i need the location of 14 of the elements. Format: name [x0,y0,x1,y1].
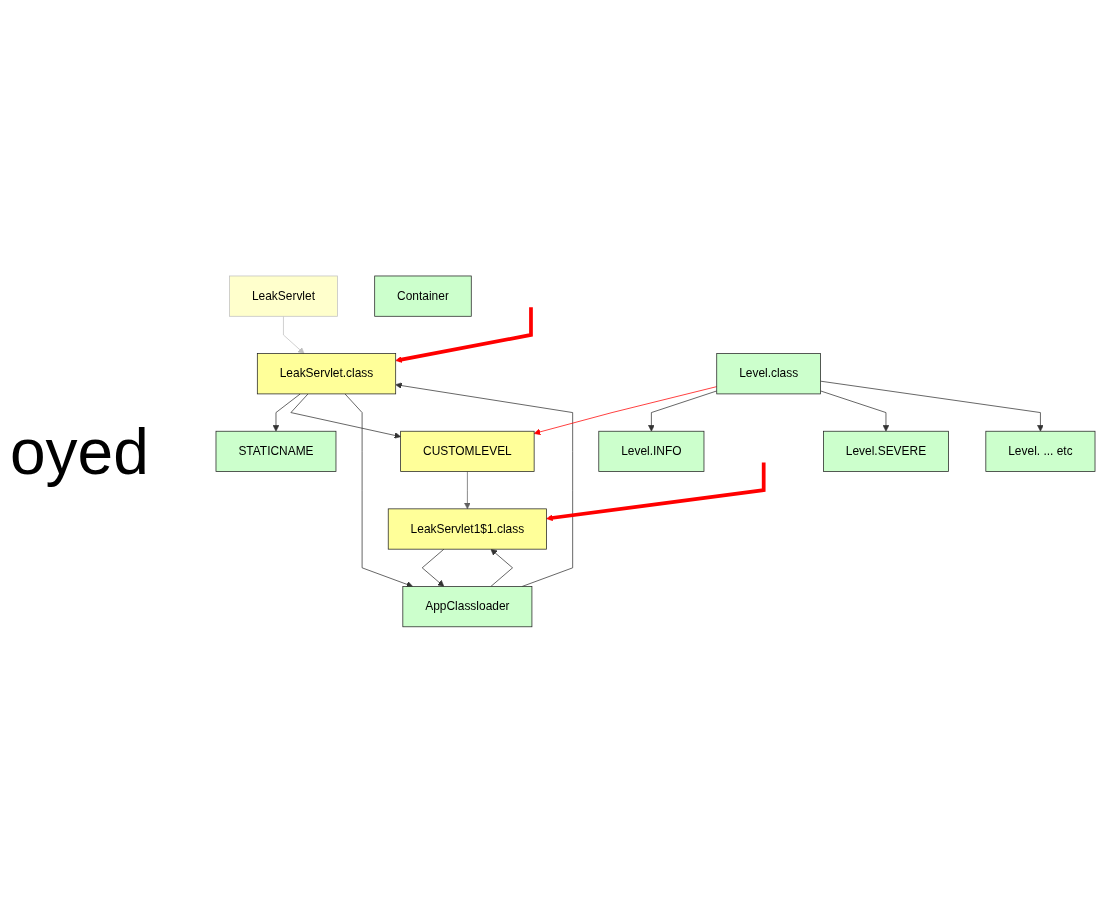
node-box: LeakServlet [229,275,338,317]
node-box: AppClassloader [402,586,533,628]
node-box: Level.SEVERE [823,430,949,473]
node-box: Level.class [716,353,821,395]
node-box: STATICNAME [215,430,337,473]
node-box: CUSTOMLEVEL [400,430,535,473]
node-box: Level.INFO [598,430,705,473]
node-box: LeakServlet.class [256,353,397,395]
arrow [546,462,766,522]
node-box: Container [374,275,472,317]
arrow [395,307,533,363]
node-box: Level. ... etc [985,430,1096,473]
node-box: LeakServlet1$1.class [387,508,547,550]
note-text: oyed [10,414,149,489]
